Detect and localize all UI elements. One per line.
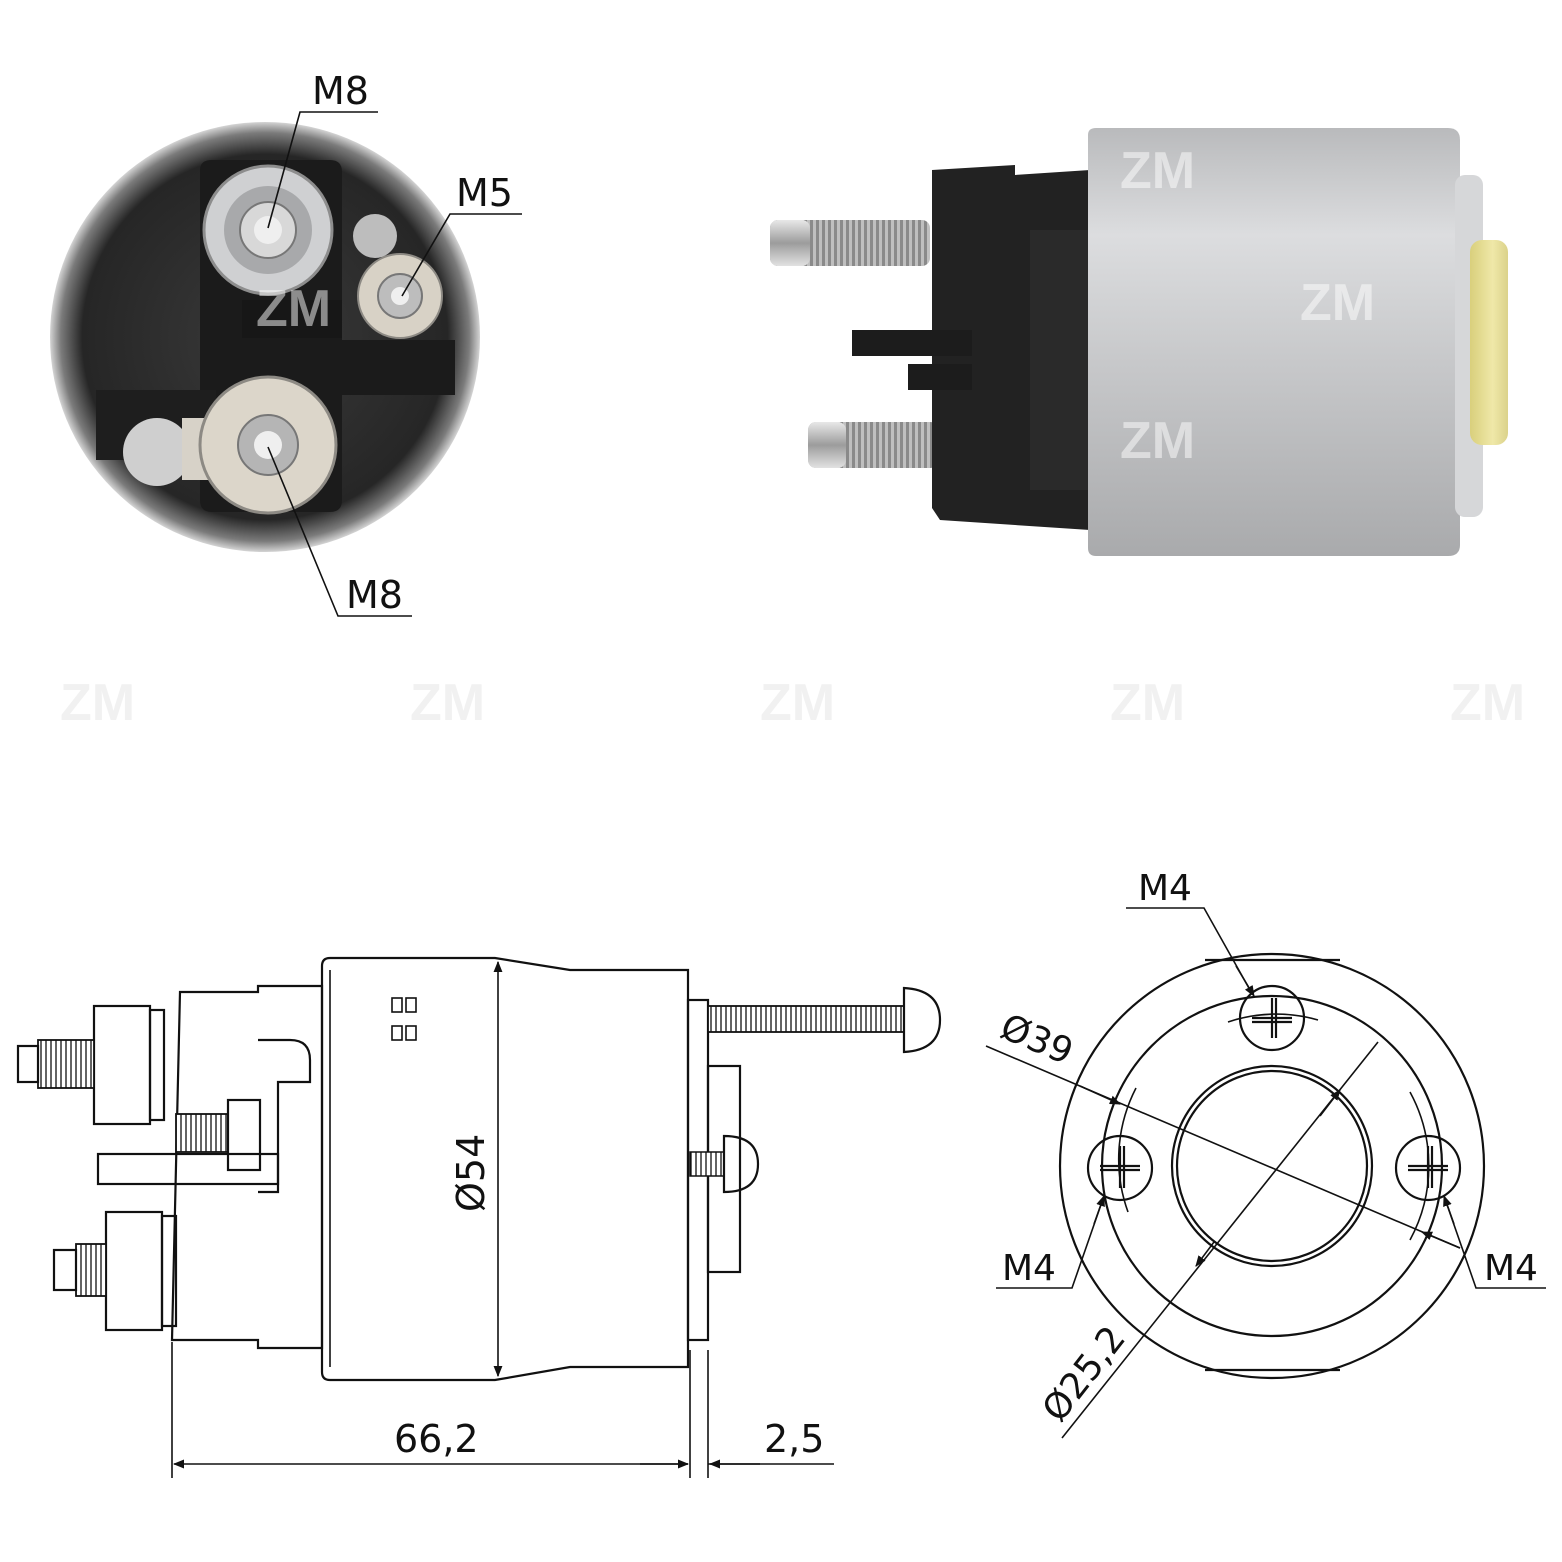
svg-text:ZM: ZM	[1450, 674, 1525, 732]
solenoid-can	[1088, 128, 1460, 556]
m4-hole-right	[1394, 1134, 1462, 1202]
watermarks: ZM ZM ZM ZM ZM ZM ZM ZM ZM	[60, 142, 1525, 732]
svg-text:ZM: ZM	[760, 674, 835, 732]
dim-bore-25-2: Ø25,2	[1035, 1319, 1134, 1430]
callout-m4-top: M4	[1138, 868, 1192, 909]
dim-length-66-2: 66,2	[394, 1417, 479, 1461]
plunger-end	[1470, 240, 1508, 445]
drawing-m8-top-nut	[92, 1004, 152, 1126]
callout-m4-left: M4	[1002, 1248, 1056, 1289]
rear-view-photo: M8 M5 M8	[50, 69, 522, 617]
plunger-bolt	[707, 1005, 905, 1033]
m4-hole-left	[1086, 1134, 1154, 1202]
svg-text:ZM: ZM	[256, 280, 331, 338]
m5-terminal	[353, 214, 443, 339]
svg-text:ZM: ZM	[410, 674, 485, 732]
front-view-drawing: M4 M4 M4 Ø39 Ø25,2	[985, 868, 1546, 1439]
dim-bolt-circle-39: Ø39	[994, 1007, 1078, 1074]
callout-m8-bottom: M8	[346, 573, 403, 617]
callout-m8-top: M8	[312, 69, 369, 113]
svg-text:ZM: ZM	[1120, 412, 1195, 470]
svg-text:ZM: ZM	[1120, 142, 1195, 200]
dim-offset-2-5: 2,5	[764, 1417, 824, 1461]
can-outline	[320, 956, 690, 1382]
outer-flange	[1058, 952, 1486, 1380]
svg-text:ZM: ZM	[1110, 674, 1185, 732]
drawing-m8-bottom-nut	[104, 1210, 164, 1332]
side-view-photo	[770, 128, 1508, 556]
m4-hole-top	[1238, 984, 1306, 1052]
dim-diameter-54: Ø54	[449, 1134, 493, 1212]
side-view-drawing: Ø54 66,2 2,5	[16, 956, 942, 1478]
m8-bottom-terminal	[123, 375, 338, 515]
svg-text:ZM: ZM	[1300, 274, 1375, 332]
svg-text:ZM: ZM	[60, 674, 135, 732]
callout-m4-right: M4	[1484, 1248, 1538, 1289]
m8-top-terminal	[202, 164, 334, 296]
bore-inner	[1170, 1064, 1374, 1268]
callout-m5: M5	[456, 171, 513, 215]
